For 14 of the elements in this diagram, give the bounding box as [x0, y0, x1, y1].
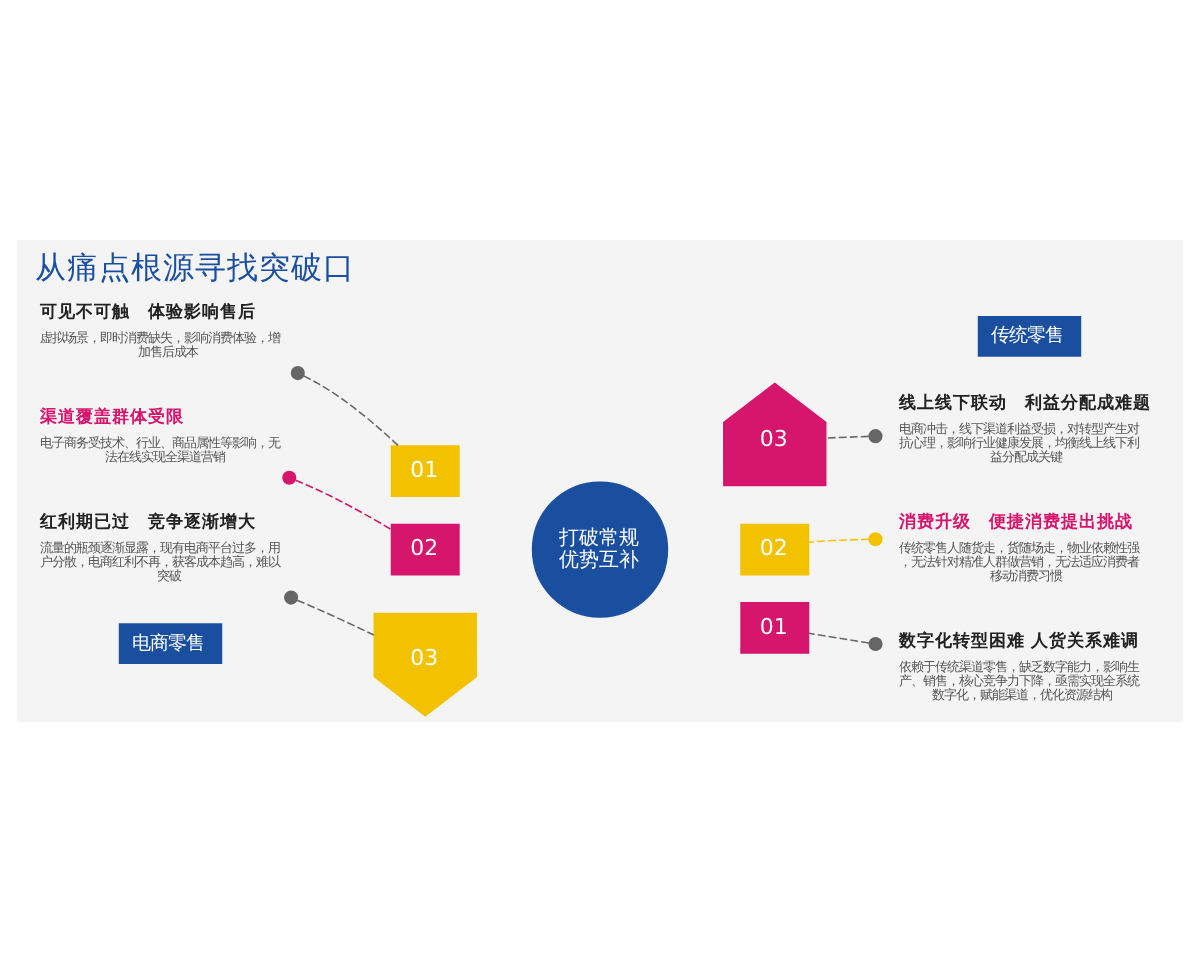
node-circle: 打破常规优势互补	[531, 480, 669, 617]
diagram-title: 从痛点根源寻找突破口	[34, 246, 355, 285]
connector	[825, 428, 883, 443]
connector	[807, 631, 883, 651]
node-box: 传统零售	[977, 315, 1082, 356]
node-box: 01	[740, 601, 810, 653]
node-box: 电商零售	[118, 622, 223, 663]
connector	[282, 469, 393, 530]
node-box: 01	[390, 444, 460, 497]
connector	[290, 365, 400, 446]
connector	[807, 531, 883, 546]
node-box: 02	[390, 522, 460, 575]
connector	[284, 589, 375, 635]
node-box: 02	[740, 522, 810, 575]
